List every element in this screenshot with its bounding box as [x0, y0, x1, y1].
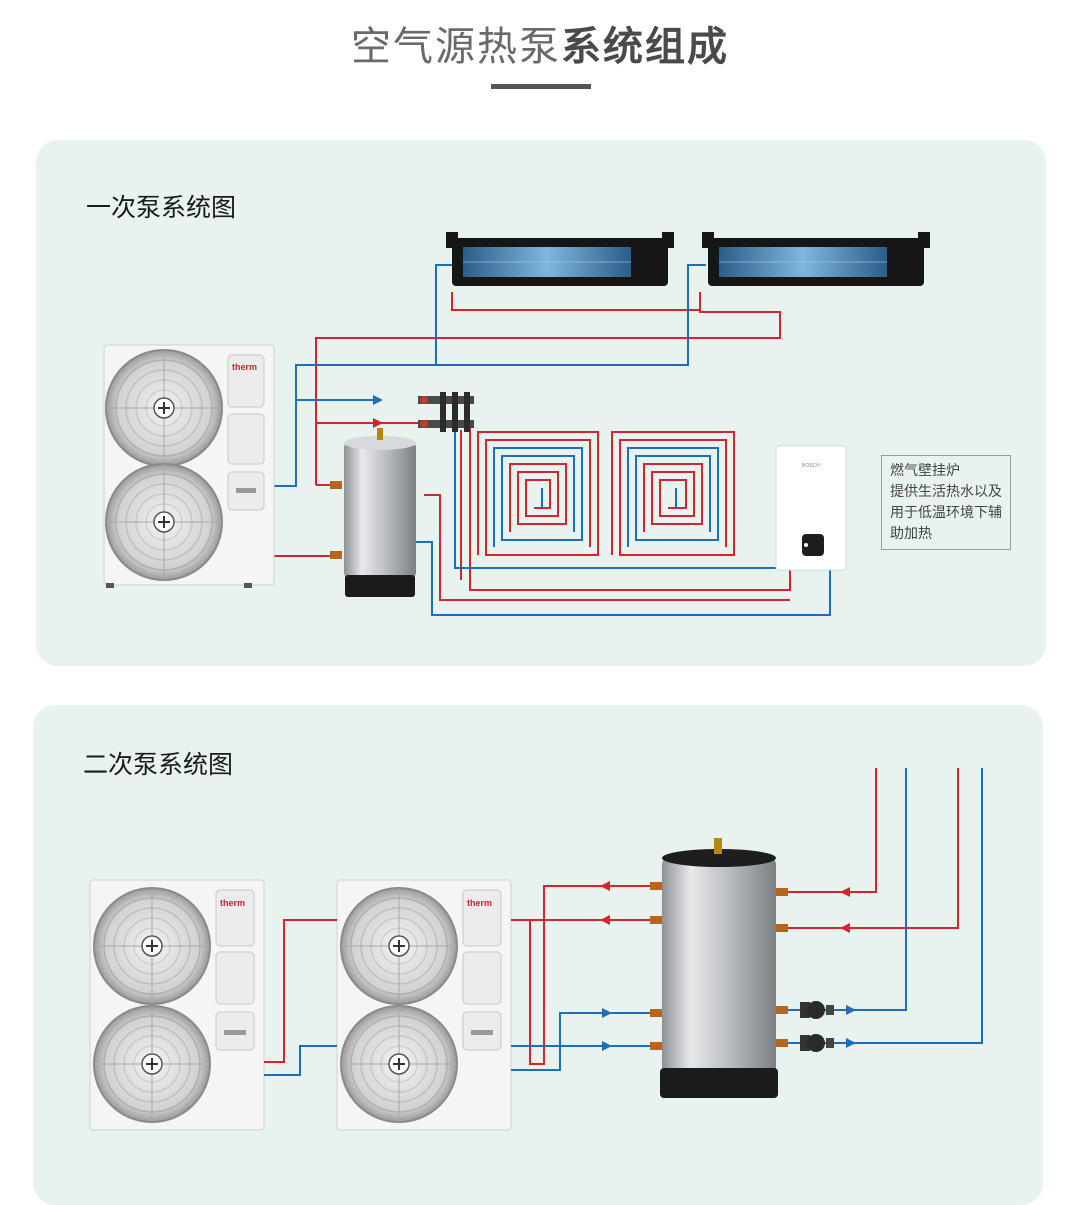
manifold: [418, 392, 474, 432]
svg-text:therm: therm: [220, 898, 245, 908]
note-line-3: 用于低温环境下辅: [890, 505, 1002, 521]
heat-pump-unit-3: therm: [336, 879, 512, 1131]
floor-heating-loop-1: [477, 431, 599, 556]
heat-pump-unit-1: therm: [103, 344, 275, 588]
buffer-tank-1: [330, 428, 416, 597]
svg-text:therm: therm: [467, 898, 492, 908]
page-title-light: 空气源热泵: [351, 24, 561, 70]
page-title-bold: 系统组成: [561, 24, 729, 70]
gas-boiler-note: 燃气壁挂炉 提供生活热水以及 用于低温环境下辅 助加热: [881, 455, 1011, 550]
circulation-pump-1: [800, 1001, 834, 1019]
gas-boiler: BOSCH: [775, 445, 847, 571]
primary-return-pipes: [273, 264, 831, 616]
fan-coil-unit-1: [446, 232, 674, 286]
circulation-pump-2: [800, 1034, 834, 1052]
note-line-2: 提供生活热水以及: [890, 484, 1002, 500]
primary-system-title: 一次泵系统图: [86, 193, 237, 222]
page-title: 空气源热泵系统组成: [0, 14, 1080, 72]
fan-coil-unit-2: [702, 232, 930, 286]
system-diagram: therm BOSCH therm therm: [89, 232, 983, 1131]
note-line-4: 助加热: [890, 526, 932, 542]
title-underline: [491, 84, 591, 89]
svg-text:BOSCH: BOSCH: [802, 463, 820, 469]
unit-logo: therm: [232, 362, 257, 372]
secondary-system-title: 二次泵系统图: [83, 750, 234, 779]
secondary-flow-arrows: [600, 881, 856, 1051]
floor-heating-loop-2: [611, 431, 735, 556]
heat-pump-unit-2: therm: [89, 879, 265, 1131]
note-line-1: 燃气壁挂炉: [890, 463, 960, 479]
buffer-tank-2: [650, 838, 788, 1098]
primary-supply-pipes: [273, 292, 791, 601]
